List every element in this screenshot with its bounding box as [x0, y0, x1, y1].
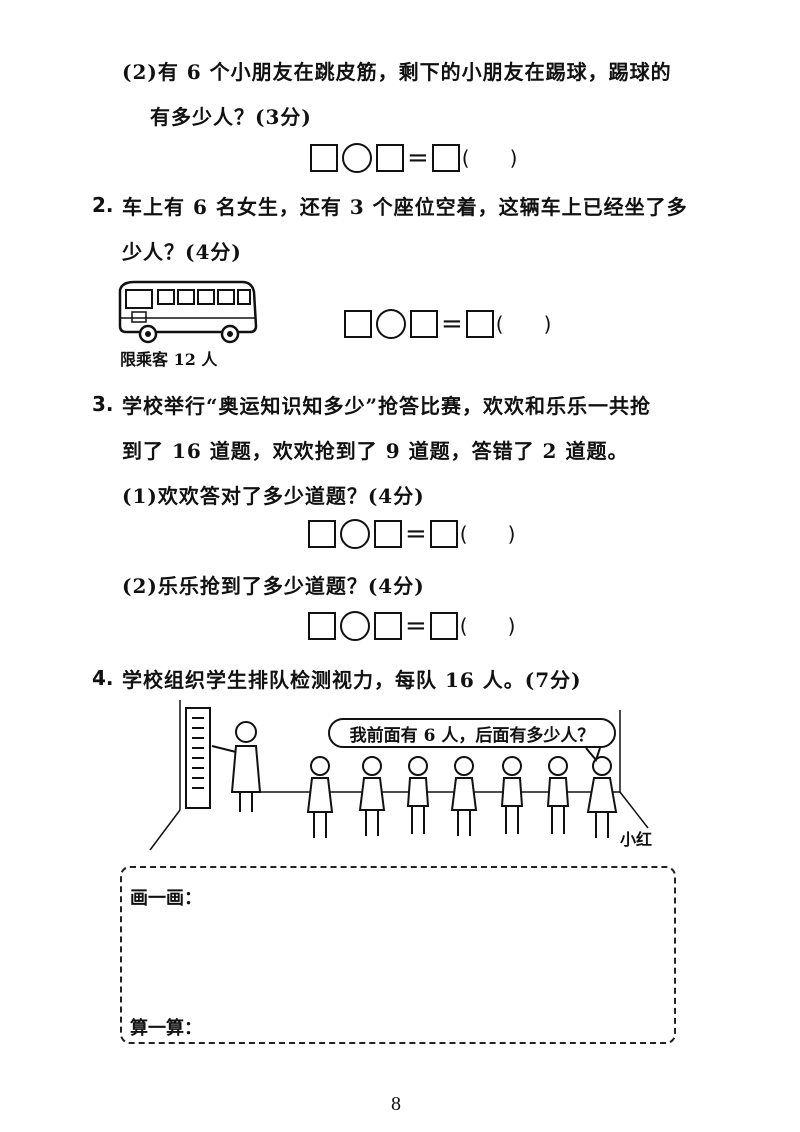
bus-illustration	[118, 280, 258, 344]
page-number: 8	[391, 1093, 401, 1115]
q3-line2: 到了 16 道题，欢欢抢到了 9 道题，答错了 2 道题。	[122, 439, 629, 463]
answer-box[interactable]	[465, 310, 494, 338]
q3-line1: 学校举行“奥运知识知多少”抢答比赛，欢欢和乐乐一共抢	[122, 394, 652, 418]
question-number: 4.	[92, 666, 114, 690]
operator-circle[interactable]	[342, 143, 372, 173]
answer-box[interactable]	[376, 144, 404, 172]
operator-circle[interactable]	[340, 519, 370, 549]
answer-box[interactable]	[429, 520, 458, 548]
answer-equation-q3-1: = ()	[308, 516, 515, 552]
answer-box[interactable]	[374, 612, 402, 640]
answer-equation-q3-2: = ()	[308, 608, 515, 644]
work-area[interactable]	[120, 866, 676, 1044]
vision-test-illustration	[149, 700, 649, 851]
equals-sign: =	[405, 611, 427, 641]
unit-blank[interactable]: ()	[459, 614, 516, 638]
answer-box[interactable]	[429, 612, 458, 640]
q4-line1: 学校组织学生排队检测视力，每队 16 人。(7分)	[122, 668, 582, 692]
question-number: 2.	[92, 193, 114, 217]
q1-part2-line1: (2)有 6 个小朋友在跳皮筋，剩下的小朋友在踢球，踢球的	[122, 60, 672, 84]
answer-box[interactable]	[308, 520, 336, 548]
answer-equation-q1: = ()	[310, 140, 517, 176]
bus-capacity-caption: 限乘客 12 人	[120, 350, 218, 369]
calc-label: 算一算：	[130, 1018, 202, 1039]
equals-sign: =	[441, 309, 463, 339]
draw-label: 画一画：	[130, 888, 202, 909]
unit-blank[interactable]: ()	[495, 312, 552, 336]
q1-part2-line2: 有多少人？(3分)	[150, 105, 312, 129]
question-number: 3.	[92, 392, 114, 416]
answer-equation-q2: = ()	[344, 306, 551, 342]
answer-box[interactable]	[308, 612, 336, 640]
operator-circle[interactable]	[376, 309, 406, 339]
q2-line2: 少人？(4分)	[122, 240, 242, 264]
q3-sub2: (2)乐乐抢到了多少道题？(4分)	[122, 574, 425, 598]
answer-box[interactable]	[344, 310, 372, 338]
unit-blank[interactable]: ()	[459, 522, 516, 546]
unit-blank[interactable]: ()	[461, 146, 518, 170]
answer-box[interactable]	[310, 144, 338, 172]
equals-sign: =	[407, 143, 429, 173]
answer-box[interactable]	[431, 144, 460, 172]
speech-bubble: 我前面有 6 人，后面有多少人？	[328, 718, 616, 748]
operator-circle[interactable]	[340, 611, 370, 641]
answer-box[interactable]	[410, 310, 438, 338]
q2-line1: 车上有 6 名女生，还有 3 个座位空着，这辆车上已经坐了多	[122, 195, 688, 219]
girl-name-label: 小红	[620, 830, 653, 849]
answer-box[interactable]	[374, 520, 402, 548]
equals-sign: =	[405, 519, 427, 549]
q3-sub1: (1)欢欢答对了多少道题？(4分)	[122, 484, 425, 508]
